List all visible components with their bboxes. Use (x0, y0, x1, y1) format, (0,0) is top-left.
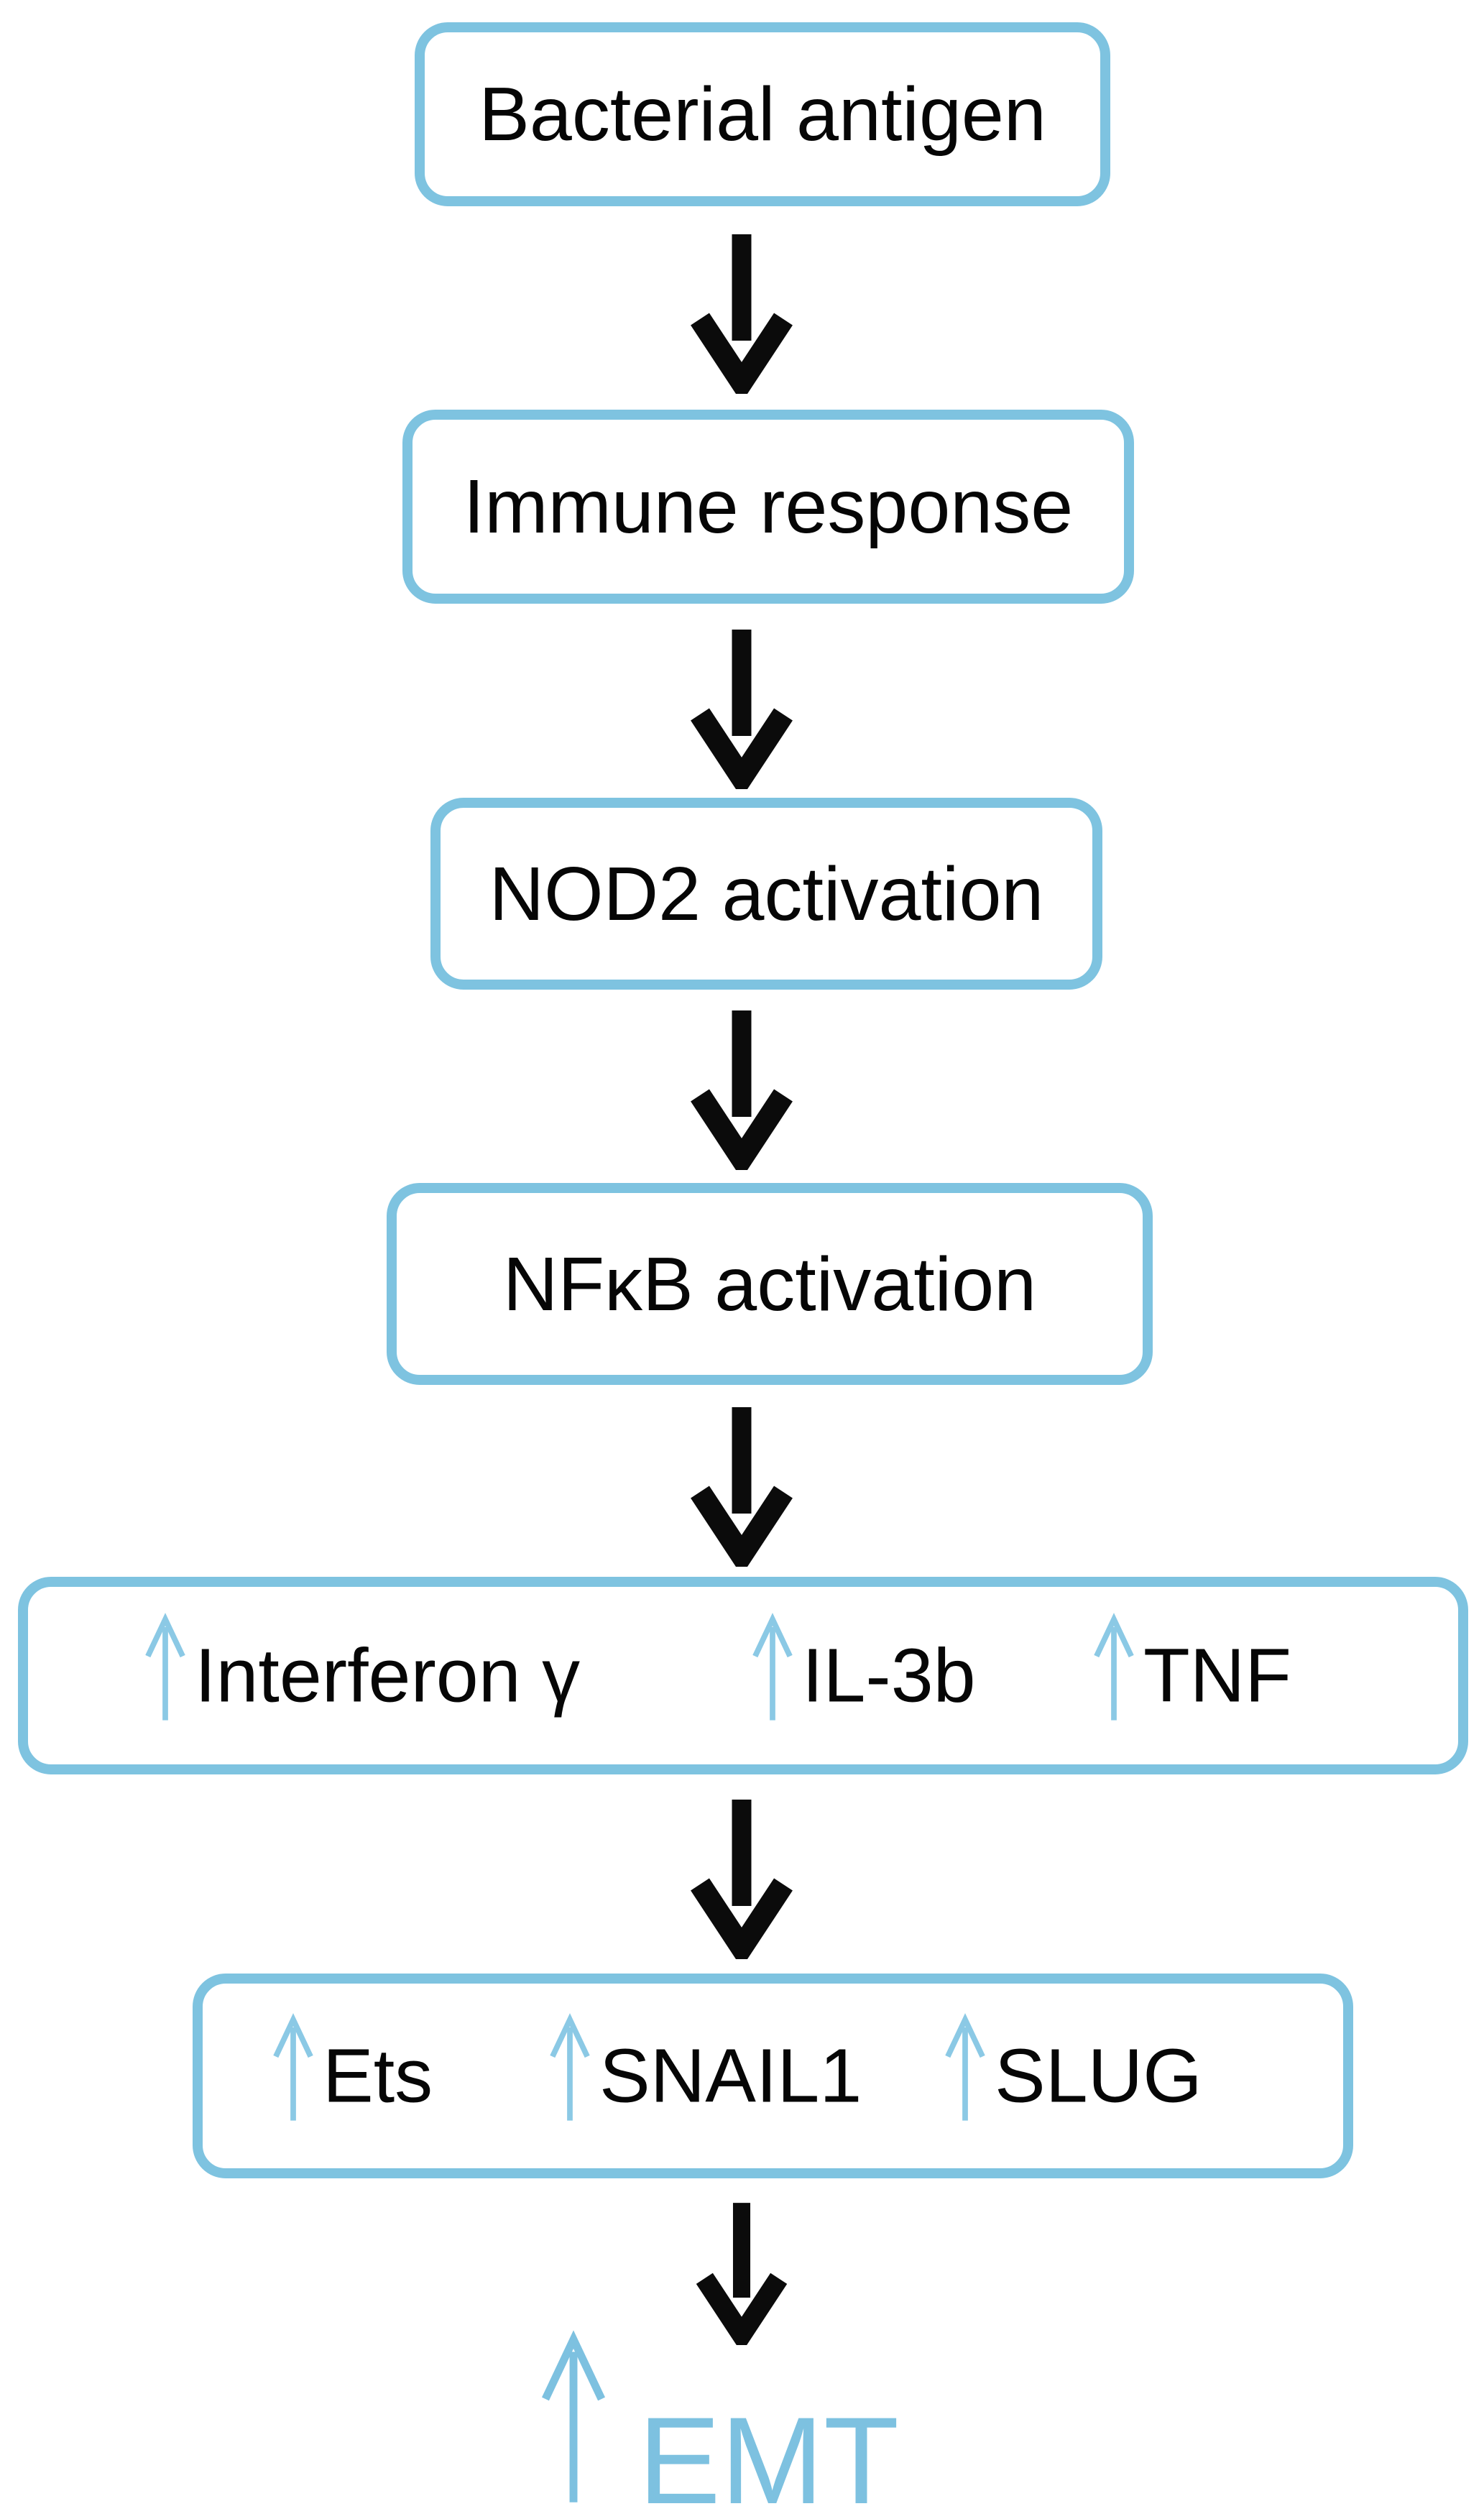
up-arrow-icon (1092, 1611, 1136, 1723)
down-arrow-icon (688, 1401, 796, 1567)
down-arrow-icon (688, 229, 796, 394)
node-nod2-activation: NOD2 activation (430, 798, 1102, 990)
node-label: Bacterial antigen (479, 72, 1046, 157)
down-arrow-icon (688, 624, 796, 789)
item-label: SNAIL1 (599, 2033, 862, 2119)
upregulated-item: TNF (1092, 1620, 1291, 1731)
item-label: Ets (323, 2033, 433, 2119)
down-arrow-icon (688, 2198, 796, 2345)
up-arrow-icon (271, 2012, 315, 2123)
upregulated-item: Ets (271, 2020, 433, 2132)
node-immune-response: Immune response (402, 410, 1134, 604)
upregulated-item: SNAIL1 (548, 2020, 862, 2132)
item-label: TNF (1143, 1633, 1292, 1718)
upregulated-item: Interferon γ (143, 1620, 580, 1731)
upregulated-item: SLUG (943, 2020, 1202, 2132)
node-label: NOD2 activation (489, 851, 1044, 936)
up-arrow-icon (538, 2327, 609, 2507)
up-arrow-icon (943, 2012, 987, 2123)
item-label: IL-3b (802, 1633, 976, 1718)
up-arrow-icon (143, 1611, 188, 1723)
node-cytokines: Interferon γ IL-3b TNF (18, 1577, 1468, 1774)
up-arrow-icon (548, 2012, 592, 2123)
outcome-emt: EMT (538, 2327, 899, 2519)
down-arrow-icon (688, 1794, 796, 1959)
upregulated-item: IL-3b (750, 1620, 976, 1731)
node-bacterial-antigen: Bacterial antigen (415, 22, 1110, 206)
item-label: Interferon γ (195, 1633, 581, 1718)
up-arrow-icon (750, 1611, 795, 1723)
node-label: NFκB activation (502, 1241, 1037, 1327)
node-nfkb-activation: NFκB activation (387, 1183, 1153, 1385)
down-arrow-icon (688, 1005, 796, 1170)
item-label: SLUG (995, 2033, 1202, 2119)
outcome-label: EMT (638, 2392, 900, 2519)
node-label: Immune response (463, 464, 1074, 549)
node-emt-transcription-factors: Ets SNAIL1 SLUG (193, 1974, 1353, 2178)
